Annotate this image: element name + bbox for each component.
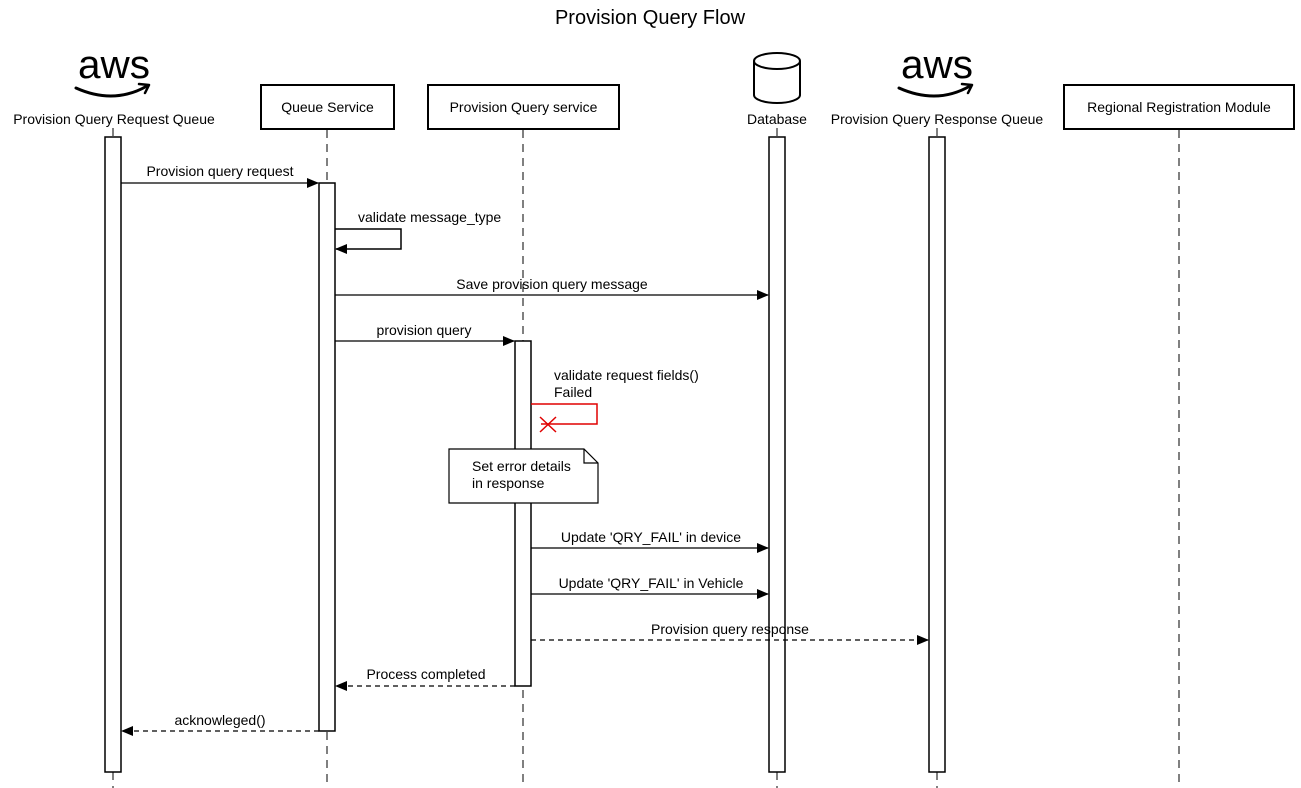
participant-regional-registration-module: Regional Registration Module <box>1063 84 1295 130</box>
message-update-qry-fail-device: Update 'QRY_FAIL' in device <box>531 529 769 553</box>
diagram-title: Provision Query Flow <box>555 7 746 29</box>
activation-request-queue <box>104 136 122 773</box>
activation-bars <box>104 136 946 773</box>
note-set-error-details: Set error details in response <box>448 448 599 504</box>
participant-provision-query-service: Provision Query service <box>427 84 620 130</box>
message-validate-request-fields-failed: validate request fields() Failed <box>531 367 699 433</box>
participant-database: Database <box>747 52 807 127</box>
message-provision-query-response: Provision query response <box>531 621 929 645</box>
message-label: acknowleged() <box>174 712 265 728</box>
message-label: Process completed <box>366 666 485 682</box>
activation-queue-service <box>318 182 336 732</box>
failure-x-icon <box>539 416 557 433</box>
aws-logo-icon: aws <box>897 43 974 98</box>
activation-database <box>768 136 786 773</box>
message-label-secondary: Failed <box>554 384 592 400</box>
message-acknowledged: acknowleged() <box>121 712 319 736</box>
participant-label: Provision Query Response Queue <box>831 111 1044 127</box>
lifelines <box>112 128 1180 788</box>
message-save-provision-query-message: Save provision query message <box>335 276 769 300</box>
message-label: Provision query response <box>651 621 809 637</box>
message-label: provision query <box>377 322 472 338</box>
database-icon <box>753 52 801 104</box>
participant-label: Queue Service <box>281 99 374 115</box>
activation-response-queue <box>928 136 946 773</box>
message-update-qry-fail-vehicle: Update 'QRY_FAIL' in Vehicle <box>531 575 769 599</box>
message-label: validate message_type <box>358 209 501 225</box>
note-line: in response <box>472 475 545 491</box>
svg-text:aws: aws <box>78 43 150 87</box>
participant-label: Regional Registration Module <box>1087 99 1271 115</box>
note-line: Set error details <box>472 458 571 474</box>
message-label: validate request fields() <box>554 367 699 383</box>
participant-response-queue: aws Provision Query Response Queue <box>831 43 1044 127</box>
message-label: Update 'QRY_FAIL' in Vehicle <box>559 575 744 591</box>
participant-label: Provision Query service <box>450 99 598 115</box>
activation-provision-query-service <box>514 340 532 687</box>
message-label: Provision query request <box>146 163 293 179</box>
message-provision-query-request: Provision query request <box>121 163 319 188</box>
participant-request-queue: aws Provision Query Request Queue <box>13 43 215 127</box>
aws-logo-icon: aws <box>74 43 151 98</box>
message-label: Update 'QRY_FAIL' in device <box>561 529 741 545</box>
message-provision-query: provision query <box>335 322 515 346</box>
participant-queue-service: Queue Service <box>260 84 395 130</box>
message-process-completed: Process completed <box>335 666 515 691</box>
message-label: Save provision query message <box>456 276 648 292</box>
participant-label: Provision Query Request Queue <box>13 111 215 127</box>
message-validate-message-type: validate message_type <box>335 209 501 254</box>
participant-label: Database <box>747 111 807 127</box>
svg-text:aws: aws <box>901 43 973 87</box>
